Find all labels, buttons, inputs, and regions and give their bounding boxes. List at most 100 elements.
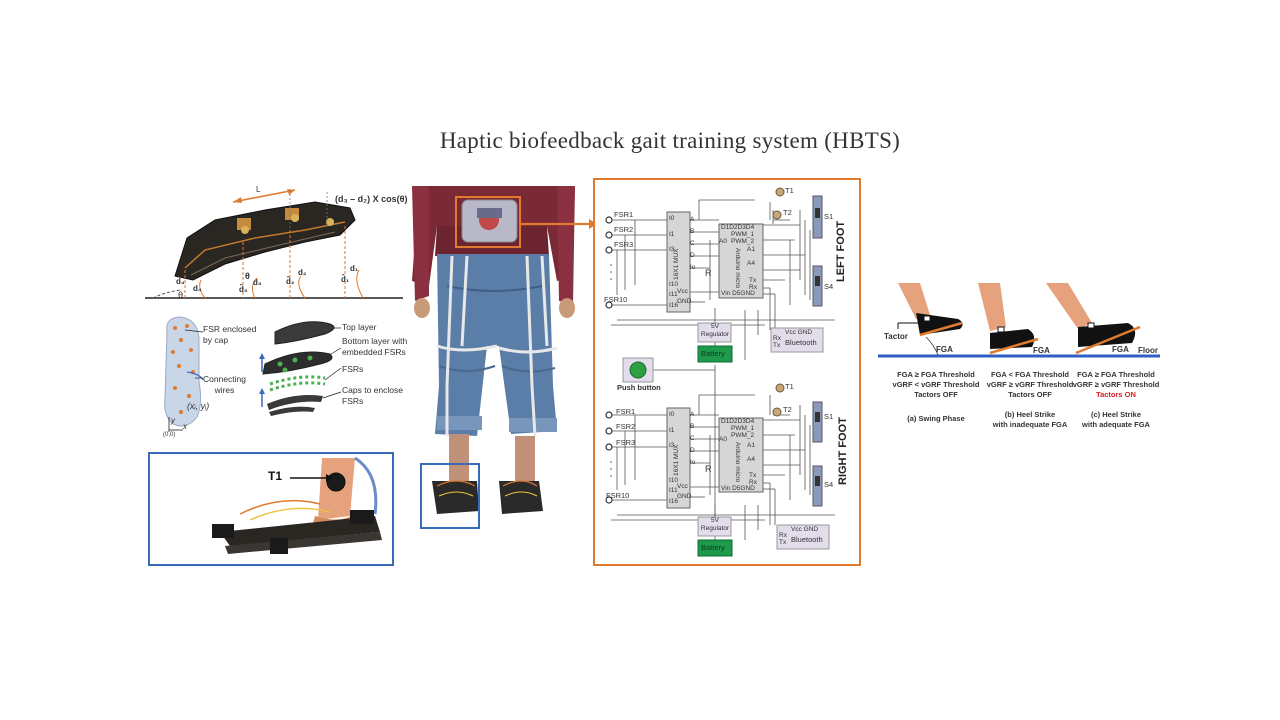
battery-top: Battery xyxy=(701,349,725,358)
d1-label: d₁ xyxy=(350,264,359,273)
arduino-a0-bottom: A0 xyxy=(719,436,727,443)
d2-label: d₂ xyxy=(298,268,307,277)
to-circuit-arrow xyxy=(519,219,597,229)
bluetooth-bottom: Bluetooth xyxy=(791,535,823,544)
arduino-a1-top: A1 xyxy=(747,246,755,253)
phase-c-caption-1: (c) Heel Strike xyxy=(1090,410,1142,419)
mux-c-bottom: C xyxy=(690,435,695,442)
circuit-diagram-panel: FSR1 FSR2 FSR3 FSR10 I0 I1 I3 I10 I11 I1… xyxy=(593,178,861,566)
bt-tx-top: Tx xyxy=(773,342,781,349)
mux-io-top: Io xyxy=(690,264,696,271)
gait-phase-illustration xyxy=(878,283,1160,358)
phase-c-condition-1: FGA ≥ FGA Threshold xyxy=(1077,370,1155,379)
fsrs-label: FSRs xyxy=(342,364,364,374)
arduino-pwm2-bottom: PWM_2 xyxy=(731,432,755,439)
phase-a-condition-1: FGA ≥ FGA Threshold xyxy=(897,370,975,379)
s4-label-top: S4 xyxy=(824,282,834,291)
arduino-rx-top: Rx xyxy=(749,284,757,291)
bt-pins-top: Vcc GND xyxy=(785,329,813,336)
shoe-highlight xyxy=(420,463,480,529)
insole-side-view xyxy=(145,189,403,299)
mux-d-top: D xyxy=(690,252,695,259)
arduino-vin-top: Vin D5GND xyxy=(721,290,755,297)
bt-tx-bottom: Tx xyxy=(779,539,787,546)
mux-i11-bottom: I11 xyxy=(669,487,678,494)
t1-shoe-label: T1 xyxy=(268,469,283,483)
phase-b-condition-1: FGA < FGA Threshold xyxy=(991,370,1069,379)
mux-io-bottom: Io xyxy=(690,459,696,466)
arduino-title-bottom: Arduino micro xyxy=(734,442,741,483)
fsr-cap-label: FSR enclosed by cap xyxy=(203,324,257,345)
phase-a-tactor-state: Tactors OFF xyxy=(914,390,958,399)
d1hat-label: d̂₁ xyxy=(341,275,350,284)
arduino-a4-bottom: A4 xyxy=(747,456,755,463)
xy-label: (xᵢ, yᵢ) xyxy=(187,401,210,411)
arduino-a1-bottom: A1 xyxy=(747,442,755,449)
x-axis-label: x xyxy=(183,422,187,431)
insole-top-view xyxy=(164,316,342,432)
mux-i3-bottom: I3 xyxy=(669,442,675,449)
t1-label-top: T1 xyxy=(785,186,794,195)
person-photo xyxy=(407,186,577,531)
mux-a-bottom: A xyxy=(690,411,695,418)
phase-b-condition-2: vGRF ≥ vGRF Threshold xyxy=(986,380,1074,389)
mux-i10-top: I10 xyxy=(669,281,679,288)
t2-label-bottom: T2 xyxy=(783,405,792,414)
insole-geometry-panel: L (d₃ – d₂) X cos(θ) d₄ d̂₄ θ θ d₃ d̂₃ d… xyxy=(145,180,408,305)
formula-label: (d₃ – d₂) X cos(θ) xyxy=(335,194,408,204)
circuit-wiring xyxy=(605,187,835,557)
arduino-dpins-bottom: D1D2D3D4 xyxy=(721,418,755,425)
arduino-tx-top: Tx xyxy=(749,277,757,284)
arduino-pwm2-top: PWM_2 xyxy=(731,238,755,245)
bt-rx-top: Rx xyxy=(773,335,781,342)
mux-b-bottom: B xyxy=(690,423,695,430)
connecting-wires-label: Connecting wires xyxy=(203,374,247,395)
battery-bottom: Battery xyxy=(701,543,725,552)
right-foot-label: RIGHT FOOT xyxy=(837,417,849,485)
bt-rx-bottom: Rx xyxy=(779,532,787,539)
s1-label-bottom: S1 xyxy=(824,412,834,421)
fsr2-label-bottom: FSR2 xyxy=(616,422,636,431)
arduino-pwm1-top: PWM_1 xyxy=(731,231,755,238)
fsr3-label-bottom: FSR3 xyxy=(616,438,636,447)
insole-layers-panel: FSR enclosed by cap Connecting wires (xᵢ… xyxy=(145,312,410,442)
fga-label-a: FGA xyxy=(936,345,953,354)
origin-label: (0,0) xyxy=(163,432,176,438)
left-foot-label: LEFT FOOT xyxy=(835,220,847,282)
regulator-top: 5V Regulator xyxy=(700,323,730,338)
fga-label-b: FGA xyxy=(1033,346,1050,355)
fsr10-label-bottom: FSR10 xyxy=(606,491,630,500)
mux-c-top: C xyxy=(690,240,695,247)
floor-label: Floor xyxy=(1138,346,1158,355)
arduino-a0-top: A0 xyxy=(719,238,727,245)
mux-i11-top: I11 xyxy=(669,291,678,298)
fsr3-label-top: FSR3 xyxy=(614,240,634,249)
mux-i3-top: I3 xyxy=(669,246,675,253)
length-label: L xyxy=(256,185,261,194)
caps-label: Caps to enclose FSRs xyxy=(342,385,403,406)
t2-label-top: T2 xyxy=(783,208,792,217)
mux-title-bottom: 16X1 MUX xyxy=(673,444,680,476)
arduino-tx-bottom: Tx xyxy=(749,472,757,479)
shoe-tactor-box: T1 xyxy=(148,452,394,566)
d4hat-label: d̂₄ xyxy=(176,277,185,286)
fsr1-label-bottom: FSR1 xyxy=(616,407,636,416)
mux-i10-bottom: I10 xyxy=(669,477,679,484)
theta-label: θ xyxy=(178,290,184,300)
resistor-bottom: R xyxy=(705,464,712,474)
phase-c-tactor-state: Tactors ON xyxy=(1096,390,1136,399)
resistor-top: R xyxy=(705,268,712,278)
fga-label-c: FGA xyxy=(1112,345,1129,354)
slide-title: Haptic biofeedback gait training system … xyxy=(439,128,901,153)
phase-a-condition-2: vGRF < vGRF Threshold xyxy=(892,380,980,389)
fsr1-label-top: FSR1 xyxy=(614,210,634,219)
mux-i16-top: I16 xyxy=(669,302,679,309)
phase-c-caption-2: with adequate FGA xyxy=(1082,420,1150,429)
theta2-label: θ xyxy=(245,271,250,281)
tactor-label: Tactor xyxy=(884,332,908,341)
push-button-label: Push button xyxy=(617,383,661,392)
regulator-bottom: 5V Regulator xyxy=(700,517,730,532)
fsr10-label-top: FSR10 xyxy=(604,295,628,304)
arduino-title-top: Arduino micro xyxy=(734,248,741,289)
d3hat-label: d̂₃ xyxy=(239,285,248,294)
